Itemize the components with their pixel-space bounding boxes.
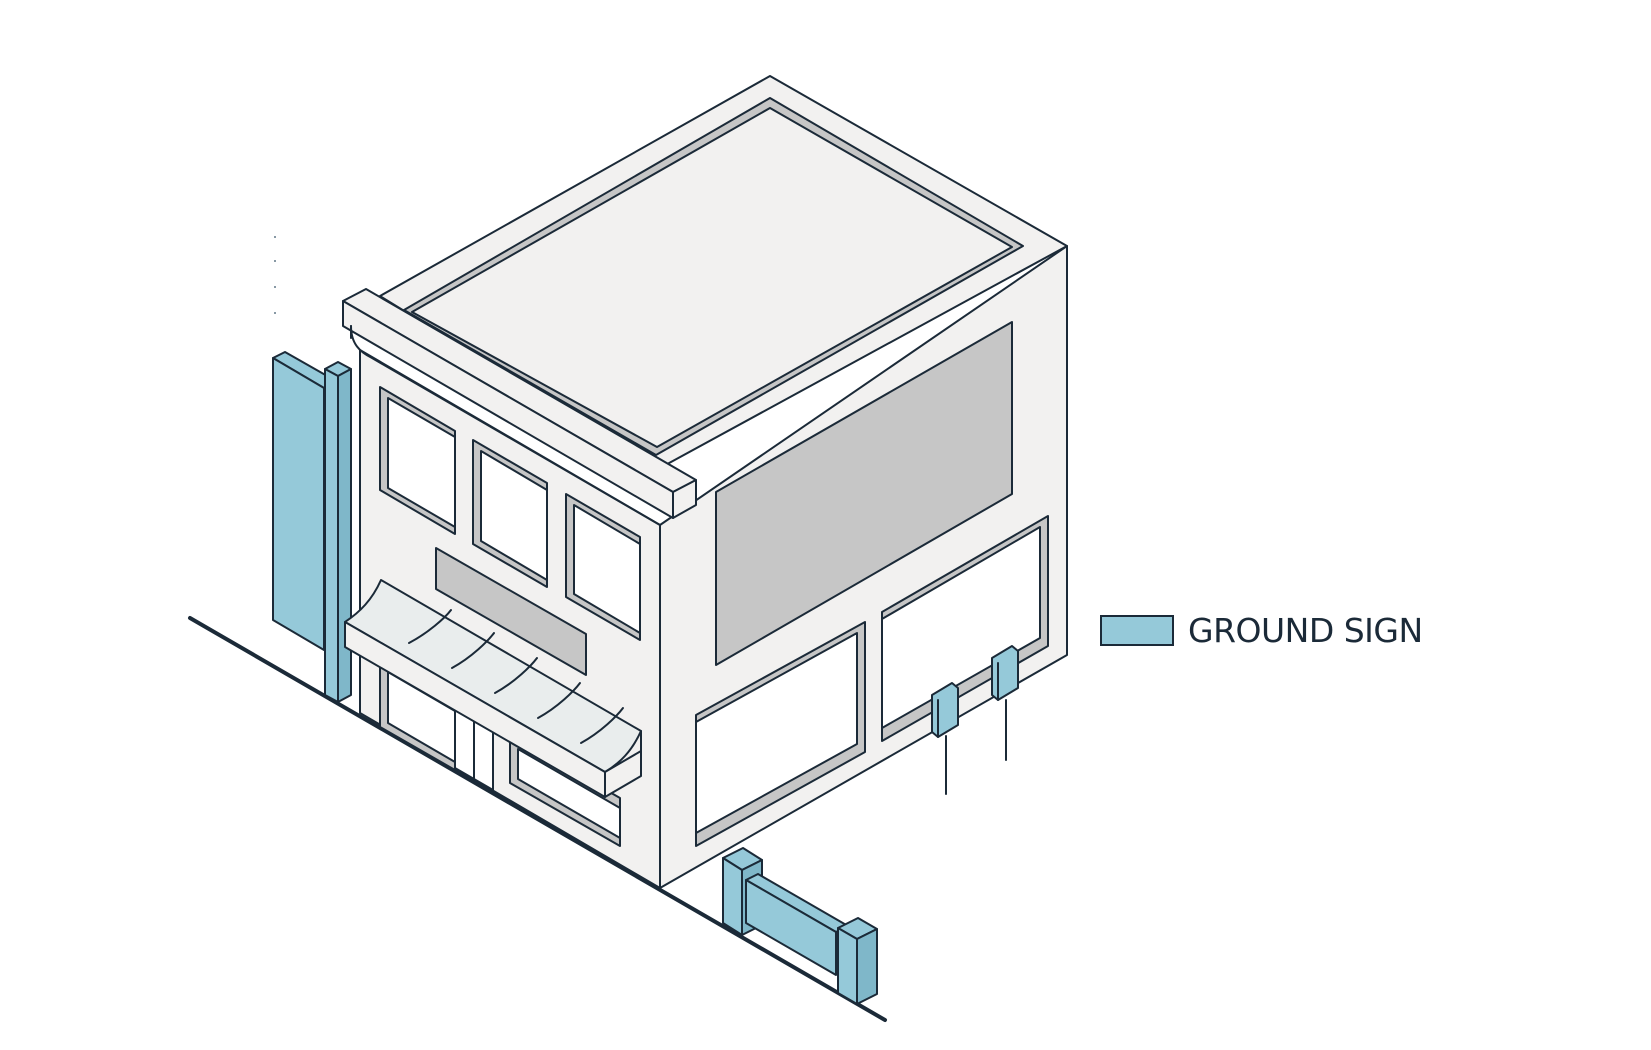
upper-window-1 bbox=[379, 386, 456, 535]
front-wall-sign-band bbox=[435, 547, 587, 676]
roof-deck bbox=[411, 107, 1013, 448]
ground-line bbox=[188, 616, 887, 1022]
side-wall-sign bbox=[715, 321, 1013, 666]
ground-monument-sign bbox=[722, 847, 878, 1005]
legend-label: GROUND SIGN bbox=[1188, 610, 1423, 650]
awning bbox=[344, 579, 642, 798]
small-blade-sign-1 bbox=[931, 682, 959, 795]
stray-marks bbox=[274, 236, 276, 314]
side-storefront-window-right bbox=[881, 515, 1049, 742]
side-storefront-window-left bbox=[695, 621, 866, 847]
cornice bbox=[342, 288, 697, 526]
legend: GROUND SIGN bbox=[1100, 610, 1423, 650]
storefront-window-right bbox=[509, 734, 621, 847]
legend-swatch bbox=[1100, 614, 1174, 646]
upper-window-3 bbox=[565, 493, 641, 641]
sign-post-left bbox=[324, 361, 352, 703]
small-blade-sign-2 bbox=[991, 645, 1019, 761]
upper-window-2 bbox=[472, 439, 548, 588]
